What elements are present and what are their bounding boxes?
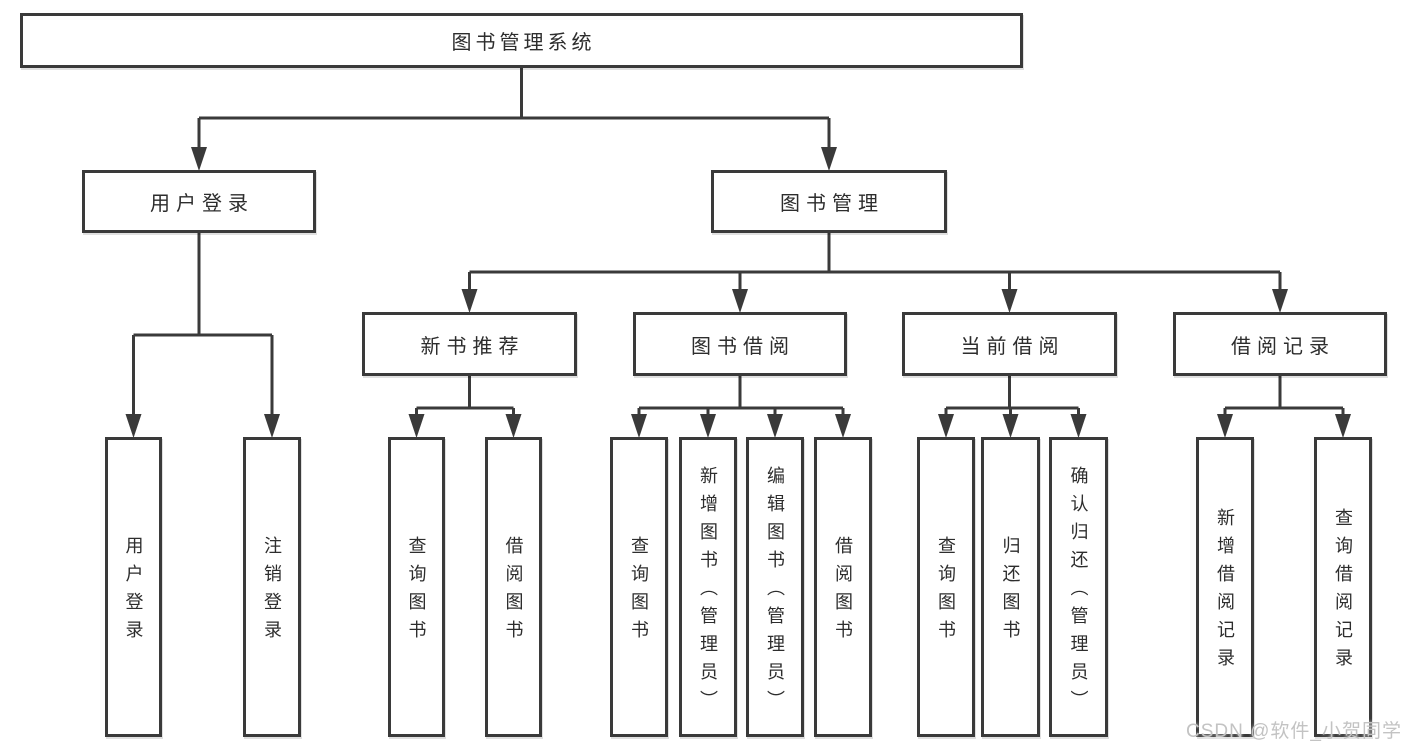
arrowhead-icon — [191, 147, 207, 171]
node-label: 查询图书 — [406, 536, 427, 648]
arrowhead-icon — [1335, 414, 1351, 438]
arrowhead-icon — [938, 414, 954, 438]
node-book-mgmt: 图书管理 — [711, 170, 947, 233]
node-label: 当前借阅 — [960, 335, 1065, 358]
node-label: 图书管理系统 — [451, 32, 596, 54]
arrowhead-icon — [264, 414, 280, 438]
node-user-login: 用户登录 — [82, 170, 316, 233]
arrowhead-icon — [1002, 414, 1019, 438]
node-nbr-query-book: 查询图书 — [388, 437, 445, 737]
node-label: 编辑图书（管理员） — [765, 466, 785, 718]
arrowhead-icon — [408, 414, 425, 438]
node-label: 查询图书 — [629, 536, 649, 648]
node-label: 图书借阅 — [691, 335, 795, 358]
node-label: 借阅记录 — [1231, 335, 1335, 358]
node-bb-query-book: 查询图书 — [610, 437, 668, 737]
node-br-query-record: 查询借阅记录 — [1314, 437, 1372, 737]
node-bb-borrow-book: 借阅图书 — [814, 437, 872, 737]
arrowhead-icon — [835, 414, 851, 438]
node-label: 归还图书 — [1000, 536, 1021, 648]
node-label: 新增图书（管理员） — [698, 466, 718, 718]
arrowhead-icon — [1001, 289, 1018, 313]
node-label: 查询图书 — [936, 536, 956, 648]
arrowhead-icon — [1070, 414, 1087, 438]
node-label: 借阅图书 — [833, 536, 853, 648]
node-root: 图书管理系统 — [20, 13, 1023, 68]
node-label: 图书管理 — [780, 193, 884, 215]
node-bb-add-book: 新增图书（管理员） — [679, 437, 737, 737]
node-cb-return-book: 归还图书 — [981, 437, 1040, 737]
watermark: CSDN @软件_小贺同学 — [1186, 721, 1402, 742]
node-label: 用户登录 — [150, 193, 254, 215]
arrowhead-icon — [505, 414, 522, 438]
node-label: 查询借阅记录 — [1333, 508, 1353, 676]
node-br-add-record: 新增借阅记录 — [1196, 437, 1254, 737]
arrowhead-icon — [732, 289, 748, 313]
arrowhead-icon — [631, 414, 647, 438]
arrowhead-icon — [821, 147, 837, 171]
node-cb-query-book: 查询图书 — [917, 437, 975, 737]
node-nbr-borrow-book: 借阅图书 — [485, 437, 542, 737]
node-bb-edit-book: 编辑图书（管理员） — [746, 437, 804, 737]
node-label: 新书推荐 — [420, 335, 525, 358]
node-label: 确认归还（管理员） — [1068, 466, 1089, 718]
node-label: 借阅图书 — [503, 536, 524, 648]
arrowhead-icon — [461, 289, 478, 313]
arrowhead-icon — [1217, 414, 1233, 438]
arrowhead-icon — [700, 414, 716, 438]
node-cb-confirm-return: 确认归还（管理员） — [1049, 437, 1108, 737]
arrowhead-icon — [767, 414, 783, 438]
node-book-borrow: 图书借阅 — [633, 312, 847, 376]
node-borrow-records: 借阅记录 — [1173, 312, 1387, 376]
node-current-borrow: 当前借阅 — [902, 312, 1117, 376]
node-label: 用户登录 — [123, 536, 144, 648]
node-label: 新增借阅记录 — [1215, 508, 1235, 676]
node-new-book-rec: 新书推荐 — [362, 312, 577, 376]
node-logout: 注销登录 — [243, 437, 301, 737]
node-login: 用户登录 — [105, 437, 162, 737]
arrowhead-icon — [1272, 289, 1288, 313]
arrowhead-icon — [125, 414, 142, 438]
node-label: 注销登录 — [262, 536, 282, 648]
